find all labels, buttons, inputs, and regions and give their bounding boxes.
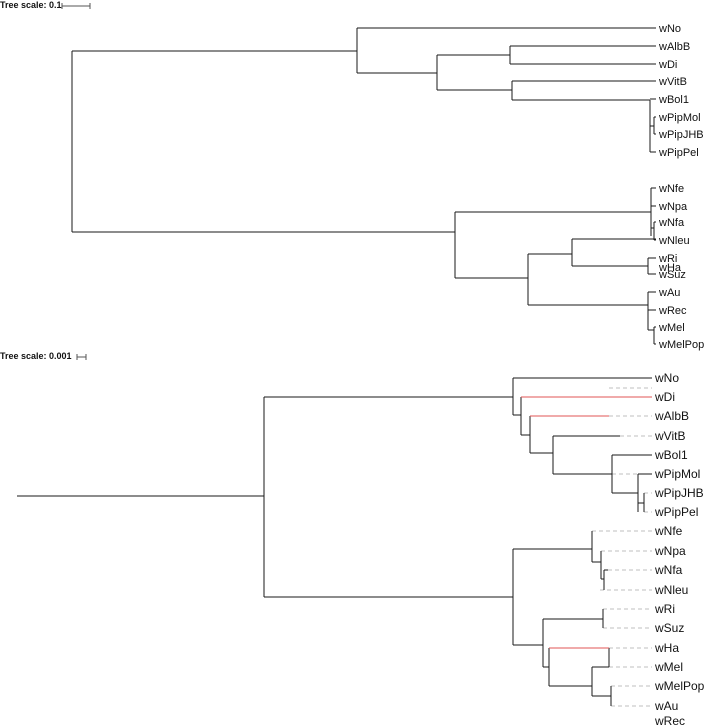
tree-2-leaf: wVitB bbox=[654, 429, 685, 443]
tree-1-leaf: wSuz bbox=[658, 269, 686, 281]
tree-1-leaf: wDi bbox=[658, 59, 677, 71]
tree-2-highlighted-branches bbox=[521, 396, 652, 649]
tree-2-leaf: wNfe bbox=[654, 524, 683, 538]
tree-2-leaf: wRi bbox=[654, 602, 675, 616]
tree-2-leaf: wAu bbox=[654, 699, 678, 713]
tree-1-leaf: wAu bbox=[658, 287, 680, 299]
tree-2: Tree scale: 0.001 bbox=[0, 351, 705, 727]
tree-1-leaf: wAlbB bbox=[658, 41, 690, 53]
tree-1-leaf: wNfe bbox=[658, 183, 684, 195]
tree-2-scale-label: Tree scale: 0.001 bbox=[0, 351, 72, 361]
tree-1-leaf: wPipMol bbox=[658, 112, 701, 124]
tree-1-leaf: wNo bbox=[658, 23, 681, 35]
tree-2-leaf-labels: wNo wDi wAlbB wVitB wBol1 wPipMol wPipJH… bbox=[654, 371, 705, 727]
tree-2-leaf: wPipJHB bbox=[654, 486, 704, 500]
tree-2-leaf: wSuz bbox=[654, 621, 684, 635]
tree-1-leaf: wRi bbox=[658, 253, 677, 265]
tree-2-leaf: wNo bbox=[654, 371, 679, 385]
tree-2-leaf-guides bbox=[592, 387, 652, 707]
tree-2-leaf: wRec bbox=[654, 714, 685, 727]
tree-1-leaf-labels: wNo wAlbB wDi wVitB wBol1 wPipMol wPipJH… bbox=[658, 23, 704, 351]
tree-1-leaf: wBol1 bbox=[658, 94, 689, 106]
tree-2-branches bbox=[17, 377, 652, 706]
tree-1-leaf: wNleu bbox=[658, 235, 690, 247]
tree-2-leaf: wNfa bbox=[654, 563, 683, 577]
tree-1-scale-bar bbox=[61, 3, 91, 9]
tree-2-leaf: wNleu bbox=[654, 583, 688, 597]
tree-1: Tree scale: 0.1 bbox=[0, 0, 704, 351]
tree-1-leaf: wMelPop bbox=[658, 339, 704, 351]
tree-1-leaf: wVitB bbox=[658, 76, 687, 88]
tree-1-scale-label: Tree scale: 0.1 bbox=[0, 0, 62, 10]
tree-1-leaf: wMel bbox=[658, 322, 685, 334]
tree-2-leaf: wNpa bbox=[654, 544, 686, 558]
tree-1-leaf: wNfa bbox=[658, 217, 685, 229]
tree-1-branches bbox=[71, 27, 656, 345]
tree-1-leaf: wHa bbox=[658, 262, 682, 274]
tree-1-leaf: wNpa bbox=[658, 201, 688, 213]
tree-2-leaf: wHa bbox=[654, 641, 679, 655]
tree-2-leaf: wPipMol bbox=[654, 467, 700, 481]
tree-1-leaf: wRec bbox=[658, 305, 687, 317]
tree-2-scale-bar bbox=[76, 354, 87, 360]
tree-2-leaf: wDi bbox=[654, 390, 675, 404]
tree-2-leaf: wBol1 bbox=[654, 448, 688, 462]
tree-2-leaf: wPipPel bbox=[654, 505, 698, 519]
tree-1-leaf: wPipPel bbox=[658, 147, 699, 159]
tree-2-leaf: wAlbB bbox=[654, 409, 689, 423]
tree-2-leaf: wMel bbox=[654, 660, 683, 674]
tree-2-leaf: wMelPop bbox=[654, 679, 705, 693]
tree-1-leaf: wPipJHB bbox=[658, 129, 704, 141]
